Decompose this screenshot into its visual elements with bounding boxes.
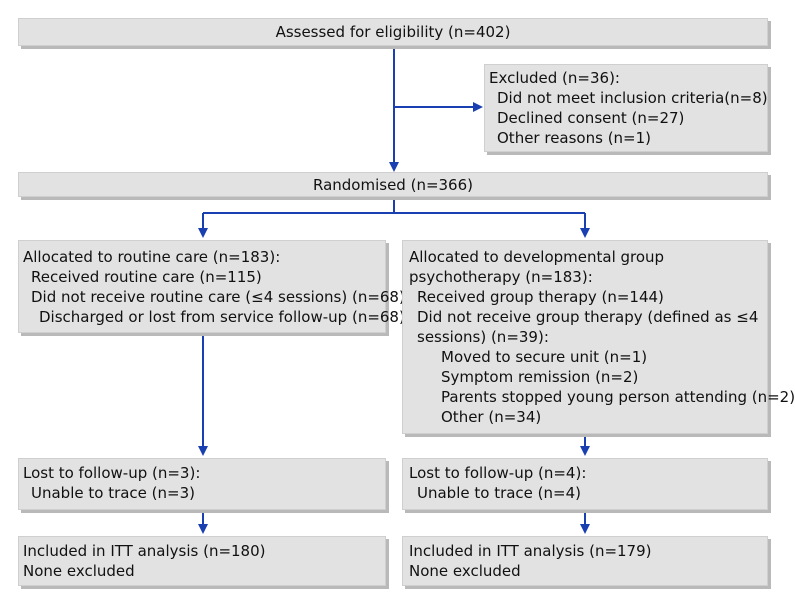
excluded-title: Excluded (n=36): <box>489 69 620 87</box>
group-title-line2: psychotherapy (n=183): <box>409 268 593 286</box>
group-title-line1: Allocated to developmental group <box>409 248 665 266</box>
lost-left-reason: Unable to trace (n=3) <box>31 484 195 502</box>
lost-right-reason: Unable to trace (n=4) <box>417 484 581 502</box>
lost-followup-left-box: Lost to follow-up (n=3): Unable to trace… <box>18 458 386 510</box>
group-not-received-line1: Did not receive group therapy (defined a… <box>417 308 759 326</box>
routine-received: Received routine care (n=115) <box>31 268 262 286</box>
group-reason: Moved to secure unit (n=1) <box>441 348 648 366</box>
group-received: Received group therapy (n=144) <box>417 288 664 306</box>
excluded-box: Excluded (n=36): Did not meet inclusion … <box>484 64 768 152</box>
excluded-reason: Other reasons (n=1) <box>497 129 652 147</box>
randomised-label: Randomised (n=366) <box>312 176 473 194</box>
group-not-received-line2: sessions) (n=39): <box>417 328 549 346</box>
itt-left-note: None excluded <box>23 562 135 580</box>
group-reason: Other (n=34) <box>441 408 542 426</box>
group-reason: Symptom remission (n=2) <box>441 368 639 386</box>
lost-right-title: Lost to follow-up (n=4): <box>409 464 587 482</box>
group-therapy-box: Allocated to developmental group psychot… <box>402 240 795 434</box>
excluded-reason: Declined consent (n=27) <box>497 109 685 127</box>
group-reason: Parents stopped young person attending (… <box>441 388 795 406</box>
itt-left-box: Included in ITT analysis (n=180) None ex… <box>18 536 386 586</box>
routine-not-received: Did not receive routine care (≤4 session… <box>31 288 410 306</box>
lost-left-title: Lost to follow-up (n=3): <box>23 464 201 482</box>
routine-care-box: Allocated to routine care (n=183): Recei… <box>18 240 410 333</box>
routine-discharged: Discharged or lost from service follow-u… <box>39 308 405 326</box>
excluded-reason: Did not meet inclusion criteria(n=8) <box>497 89 768 107</box>
lost-followup-right-box: Lost to follow-up (n=4): Unable to trace… <box>402 458 768 510</box>
itt-left-title: Included in ITT analysis (n=180) <box>23 542 266 560</box>
routine-title: Allocated to routine care (n=183): <box>23 248 281 266</box>
randomised-box: Randomised (n=366) <box>18 172 768 197</box>
assessed-label: Assessed for eligibility (n=402) <box>275 23 511 41</box>
itt-right-box: Included in ITT analysis (n=179) None ex… <box>402 536 768 586</box>
assessed-box: Assessed for eligibility (n=402) <box>18 18 768 46</box>
itt-right-note: None excluded <box>409 562 521 580</box>
itt-right-title: Included in ITT analysis (n=179) <box>409 542 652 560</box>
